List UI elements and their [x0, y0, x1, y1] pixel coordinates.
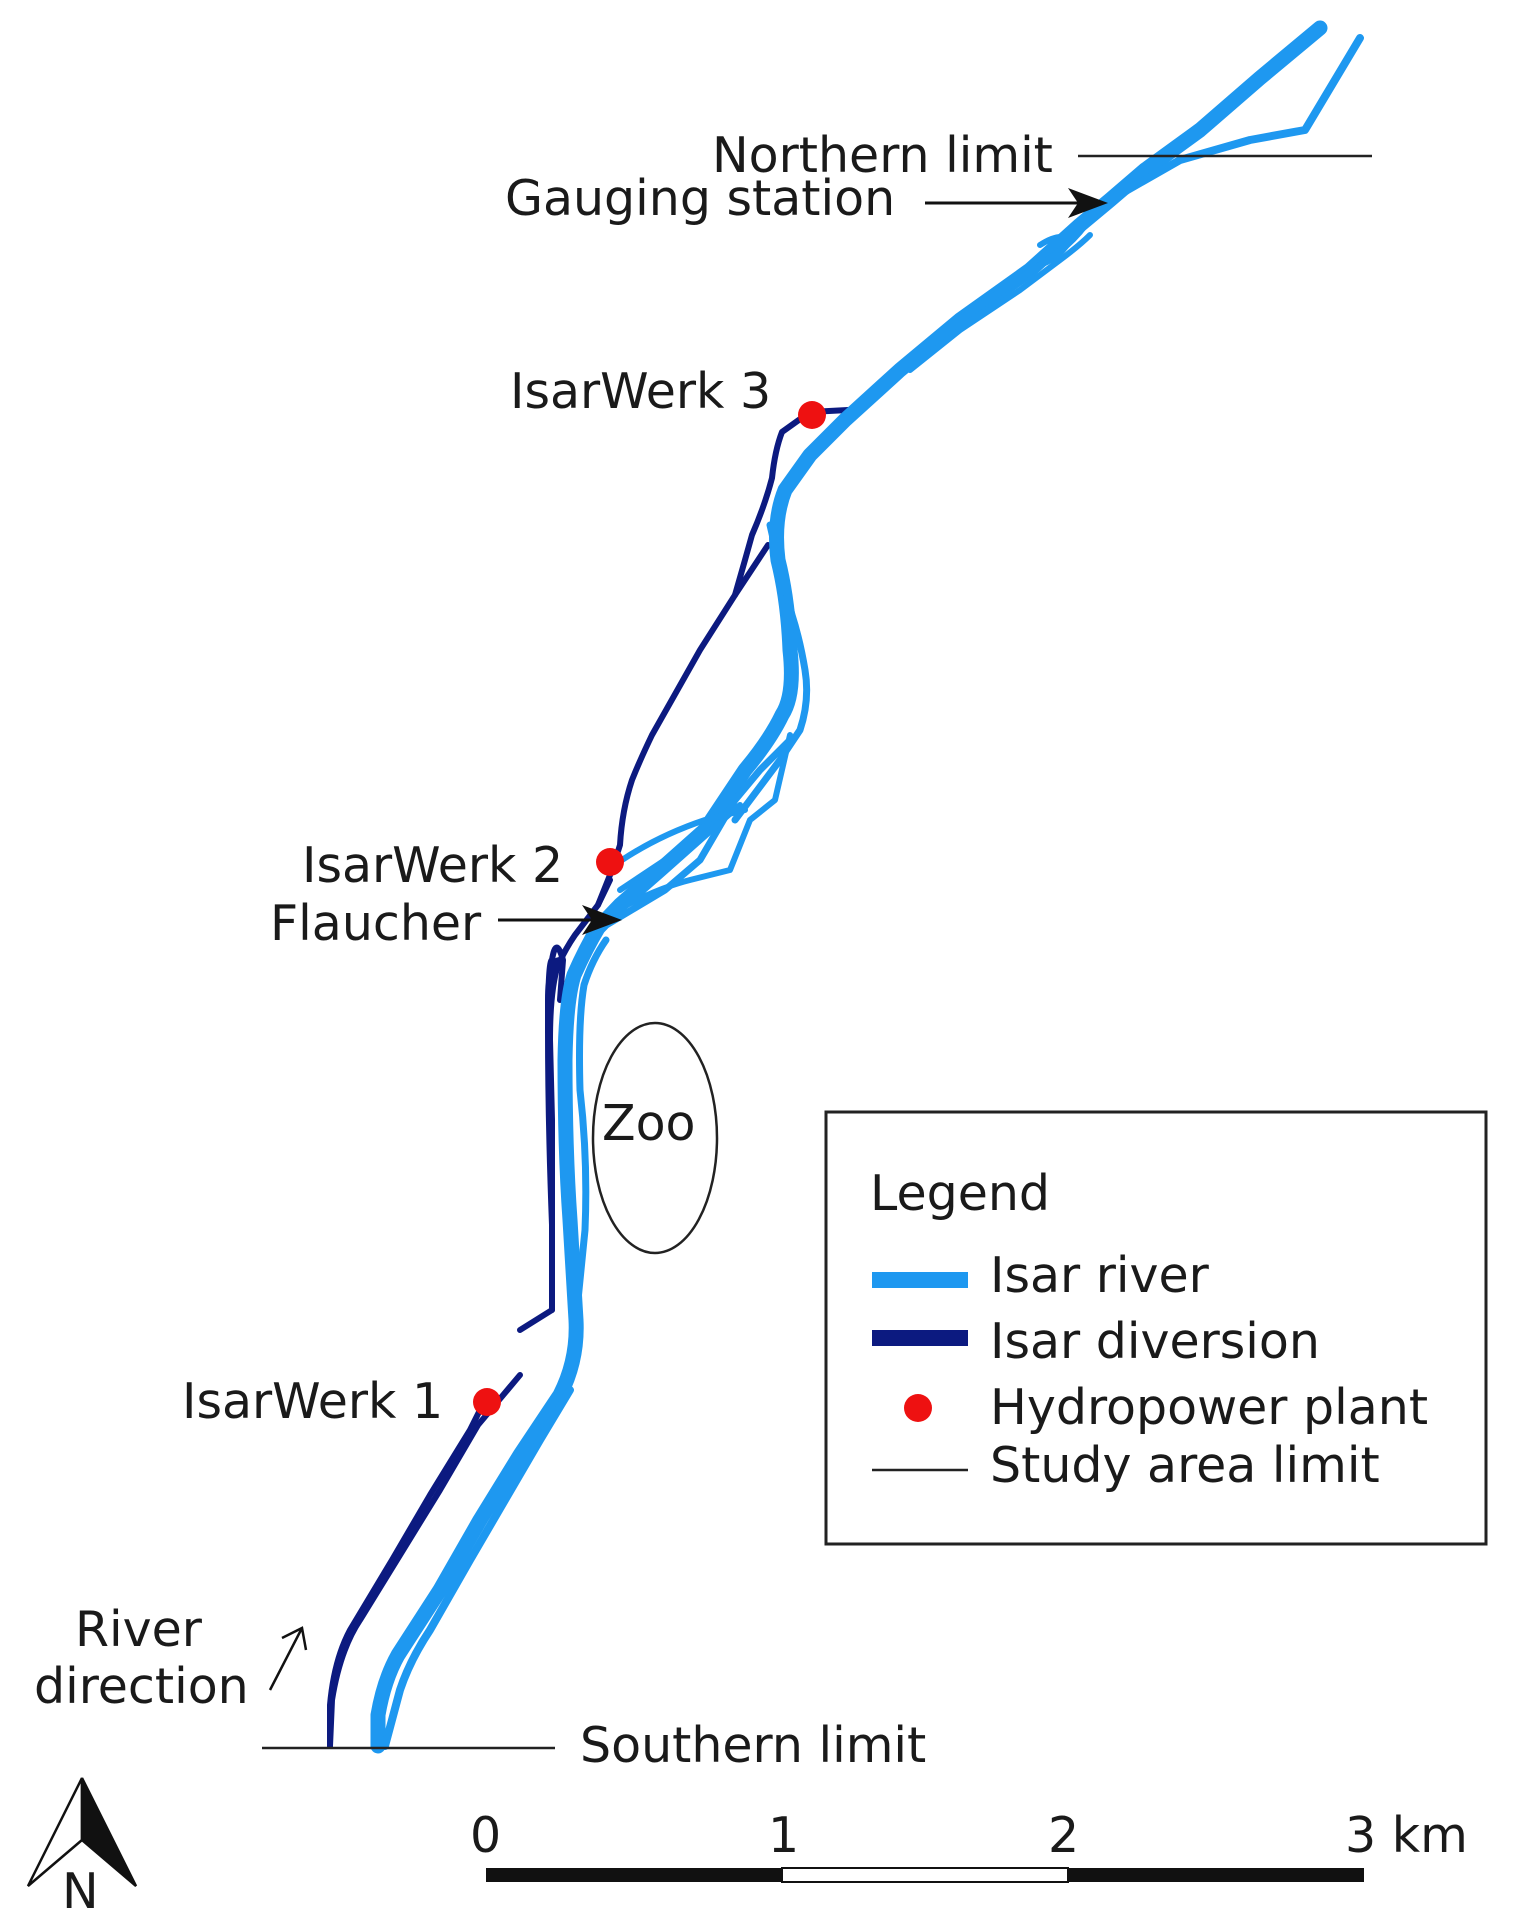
north-arrow-label: N	[62, 1863, 99, 1920]
diversion-segment-middle	[547, 877, 613, 1313]
scale-bar: 0 1 2 3 km	[470, 1807, 1468, 1883]
flaucher-arrow	[498, 905, 622, 935]
river-secondary-channel-mid	[574, 936, 610, 1304]
hydropower-plant-isarwerk3	[798, 401, 826, 429]
legend-study-area-limit-label: Study area limit	[990, 1437, 1380, 1494]
diversion-segment-northern	[732, 407, 851, 598]
river-direction-arrow-icon	[268, 1626, 308, 1691]
legend-isar-diversion-label: Isar diversion	[990, 1313, 1320, 1370]
diversion-main-channel	[327, 944, 566, 1749]
diversion-segment-flaucher	[595, 542, 771, 908]
scale-tick-2: 2	[1048, 1807, 1079, 1864]
hydropower-plant-isarwerk2	[596, 848, 624, 876]
river-braid-flaucher-3	[617, 802, 743, 893]
river-braid-east-bend	[731, 521, 811, 824]
river-direction-label-line1: River	[75, 1601, 203, 1658]
scale-segment-2-3	[1068, 1868, 1364, 1882]
scale-segment-0-1	[486, 1868, 782, 1882]
northern-limit-label: Northern limit	[712, 127, 1053, 184]
gauging-station-arrow	[925, 188, 1108, 218]
isar-river-channels	[370, 20, 1364, 1754]
gauging-station-label: Gauging station	[505, 170, 895, 227]
legend-box	[824, 1110, 1488, 1546]
zoo-label: Zoo	[602, 1095, 696, 1152]
flaucher-label: Flaucher	[270, 895, 482, 952]
isarwerk1-label: IsarWerk 1	[182, 1373, 443, 1430]
river-north-east-arm	[1106, 34, 1364, 204]
legend-isar-river-label: Isar river	[990, 1247, 1210, 1304]
isar-diversion-channels	[327, 407, 851, 1749]
legend-hydropower-plant-symbol	[904, 1394, 932, 1422]
legend: Legend Isar river Isar diversion Hydropo…	[824, 1110, 1488, 1546]
river-secondary-channel-south	[381, 1386, 574, 1750]
isarwerk2-label: IsarWerk 2	[302, 837, 563, 894]
scale-tick-1: 1	[768, 1807, 799, 1864]
river-direction-label-line2: direction	[34, 1658, 249, 1715]
scale-segment-1-2	[781, 1867, 1069, 1883]
north-arrow-icon: N	[26, 1777, 138, 1920]
river-braid-flaucher-4	[619, 807, 748, 863]
hydropower-plant-isarwerk1	[473, 1388, 501, 1416]
isarwerk3-label: IsarWerk 3	[510, 363, 771, 420]
southern-limit-label: Southern limit	[580, 1717, 926, 1774]
river-braid-north-3	[1037, 233, 1073, 268]
diversion-segment-southern	[327, 1372, 523, 1749]
legend-hydropower-plant-label: Hydropower plant	[990, 1379, 1428, 1436]
scale-tick-0: 0	[470, 1807, 501, 1864]
legend-title: Legend	[870, 1165, 1050, 1222]
scale-tick-3km: 3 km	[1345, 1807, 1468, 1864]
river-braid-north-1	[907, 232, 1093, 373]
river-braid-flaucher-2	[597, 732, 793, 923]
zoo-outline	[591, 1021, 719, 1255]
